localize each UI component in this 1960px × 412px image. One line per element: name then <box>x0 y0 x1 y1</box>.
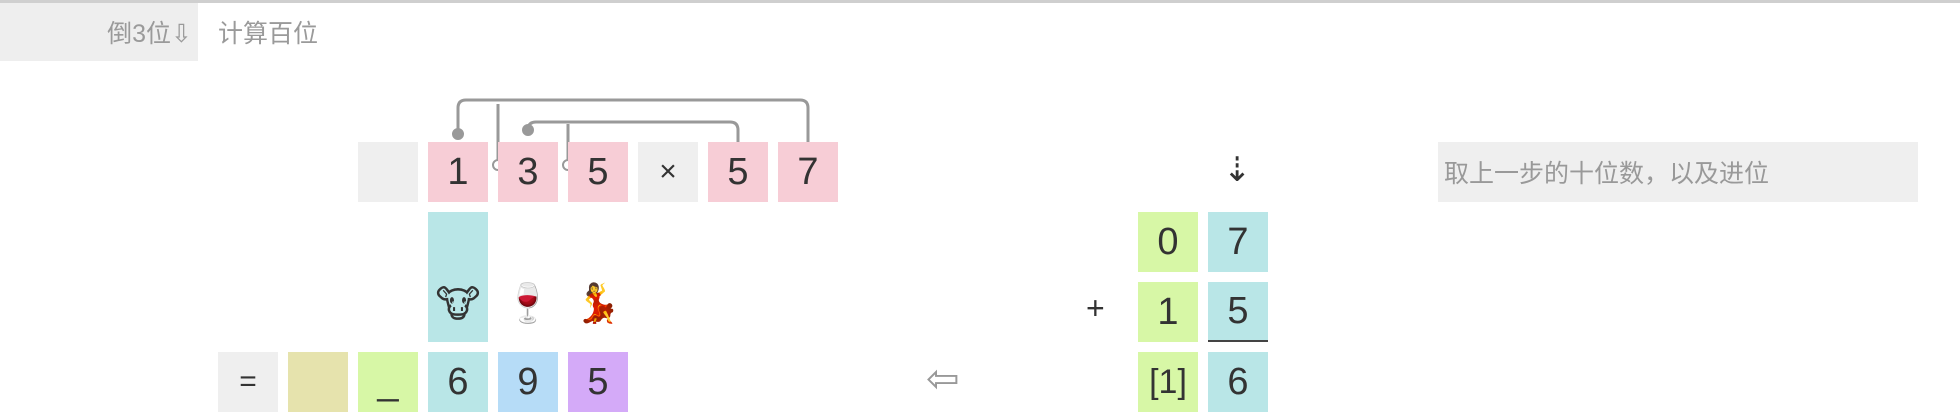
multiplier-digit[interactable]: 7 <box>778 142 838 202</box>
hint-text: 取上一步的十位数，以及进位 <box>1438 142 1918 202</box>
addend-digit[interactable]: 1 <box>1138 282 1198 342</box>
multiplicand-digit[interactable]: 3 <box>498 142 558 202</box>
sum-digit[interactable]: 6 <box>1208 352 1268 412</box>
step-label[interactable]: 倒3位⇩ <box>0 3 198 61</box>
result-blank-cell[interactable] <box>288 352 348 412</box>
left-arrow-icon: ⇦ <box>926 357 960 401</box>
wine-glass-icon: 🍷 <box>504 283 552 325</box>
addend-digit[interactable]: 7 <box>1208 212 1268 272</box>
highlight-column <box>428 212 488 342</box>
dancer-icon: 💃 <box>574 283 622 325</box>
step-description: 计算百位 <box>218 20 319 48</box>
multiply-operator: × <box>638 142 698 202</box>
sum-carry-cell[interactable]: [1] <box>1138 352 1198 412</box>
result-current-cell[interactable]: _ <box>358 352 418 412</box>
result-digit[interactable]: 6 <box>428 352 488 412</box>
multiplicand-digit[interactable]: 5 <box>568 142 628 202</box>
blank-cell <box>358 142 418 202</box>
top-divider <box>0 0 1960 3</box>
cow-icon: 🐮 <box>435 284 481 326</box>
multiplier-digit[interactable]: 5 <box>708 142 768 202</box>
result-digit[interactable]: 9 <box>498 352 558 412</box>
equals-sign: = <box>218 352 278 412</box>
addend-digit[interactable]: 5 <box>1208 282 1268 342</box>
plus-sign: + <box>1086 290 1105 326</box>
result-digit[interactable]: 5 <box>568 352 628 412</box>
multiplicand-digit[interactable]: 1 <box>428 142 488 202</box>
addend-digit[interactable]: 0 <box>1138 212 1198 272</box>
down-arrow-icon: ⇣ <box>1223 151 1252 189</box>
